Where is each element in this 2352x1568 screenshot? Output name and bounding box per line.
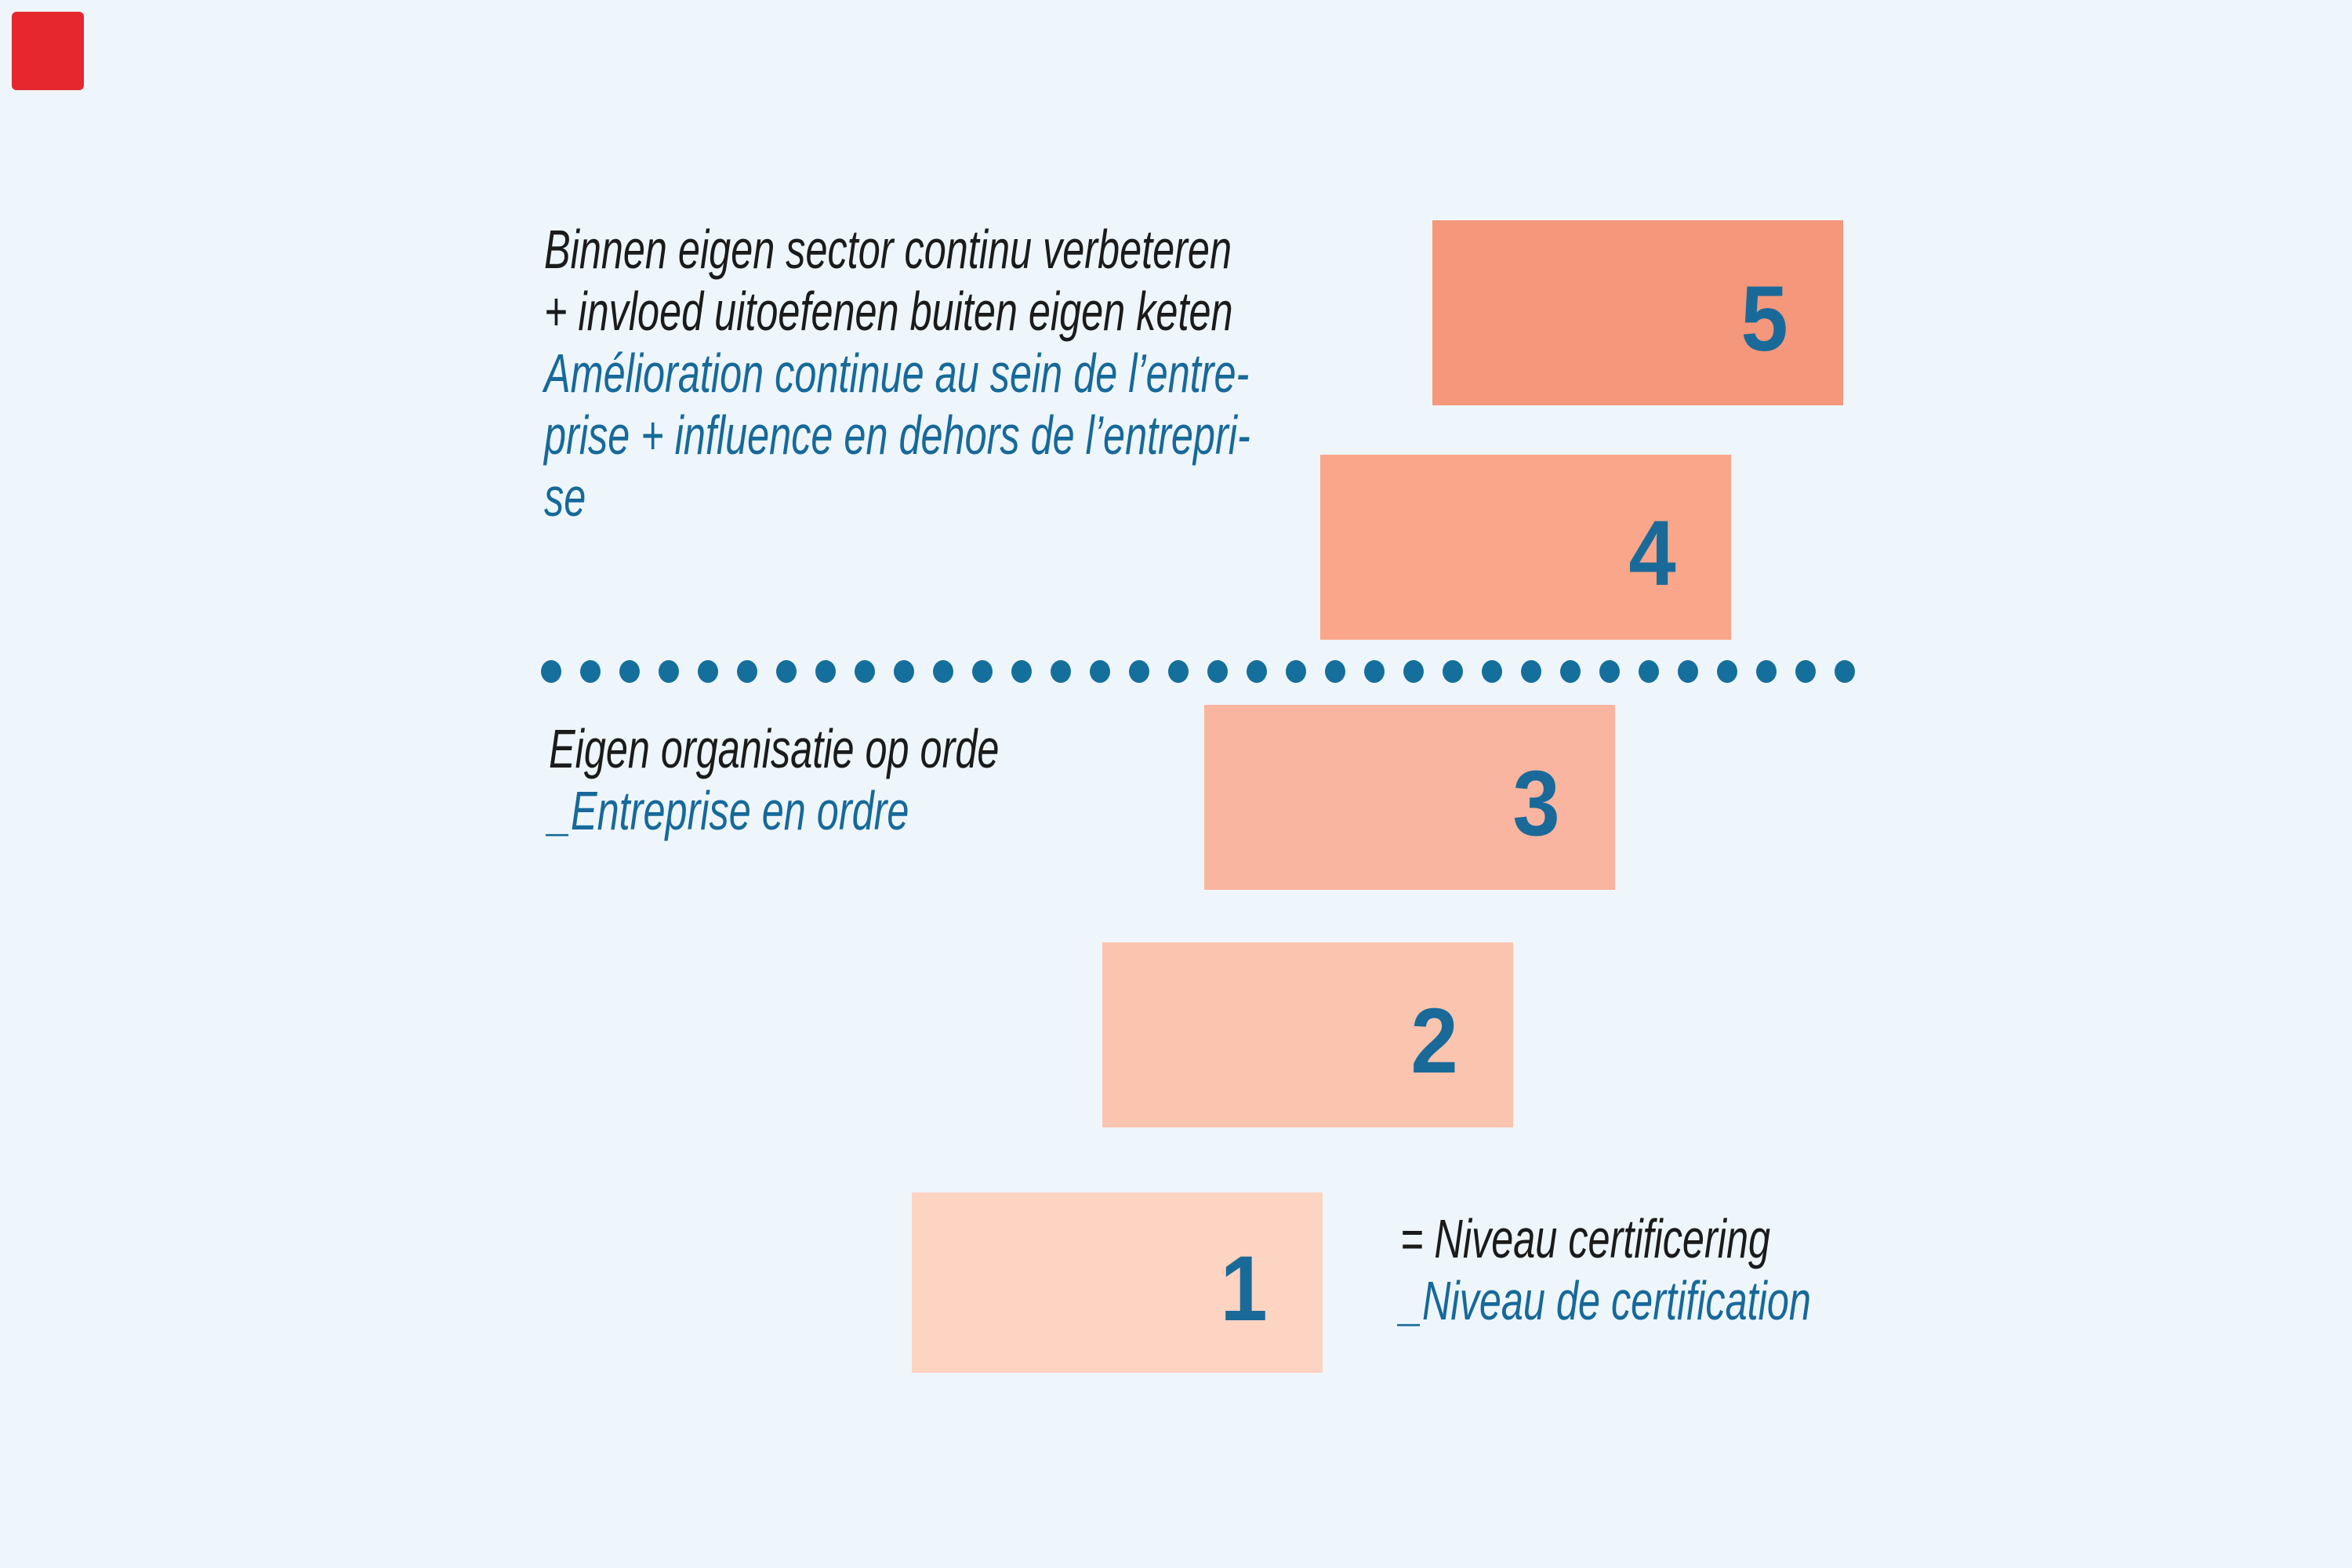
annotation-legend-fr-line1: _Niveau de certification	[1400, 1270, 1811, 1331]
separator-dot	[1247, 660, 1267, 683]
separator-dot	[1011, 660, 1032, 683]
separator-dot	[894, 660, 914, 683]
separator-dot	[1090, 660, 1110, 683]
level-number-2: 2	[1410, 989, 1459, 1093]
level-box-3: 3	[1204, 705, 1615, 890]
dotted-separator-line	[541, 660, 1855, 683]
separator-dot	[855, 660, 875, 683]
annotation-upper-fr-line1: Amélioration continue au sein de l’entre…	[544, 343, 1250, 404]
separator-dot	[619, 660, 640, 683]
annotation-lower-fr-line1: _Entreprise en ordre	[549, 780, 909, 841]
separator-dot	[541, 660, 561, 683]
annotation-legend-nl-line1: = Niveau certificering	[1400, 1208, 1771, 1269]
separator-dot	[1129, 660, 1149, 683]
level-box-5: 5	[1432, 220, 1843, 405]
level-box-2: 2	[1102, 942, 1513, 1127]
separator-dot	[1835, 660, 1855, 683]
separator-dot	[1756, 660, 1777, 683]
separator-dot	[580, 660, 601, 683]
separator-dot	[1639, 660, 1659, 683]
separator-dot	[972, 660, 993, 683]
separator-dot	[1364, 660, 1385, 683]
level-number-4: 4	[1628, 502, 1677, 605]
separator-dot	[737, 660, 757, 683]
separator-dot	[1560, 660, 1581, 683]
separator-dot	[815, 660, 836, 683]
separator-dot	[1678, 660, 1698, 683]
separator-dot	[1325, 660, 1345, 683]
separator-dot	[933, 660, 953, 683]
separator-dot	[698, 660, 718, 683]
level-box-4: 4	[1320, 455, 1731, 640]
separator-dot	[1051, 660, 1071, 683]
separator-dot	[1521, 660, 1541, 683]
level-number-3: 3	[1512, 752, 1561, 855]
separator-dot	[776, 660, 797, 683]
annotation-upper: Binnen eigen sector continu verbeteren +…	[544, 219, 1250, 528]
brand-mark	[12, 12, 84, 90]
annotation-legend: = Niveau certificering _Niveau de certif…	[1400, 1208, 1811, 1332]
annotation-upper-nl-line1: Binnen eigen sector continu verbeteren	[544, 219, 1232, 280]
separator-dot	[1207, 660, 1228, 683]
level-number-1: 1	[1220, 1237, 1269, 1341]
level-box-1: 1	[912, 1192, 1323, 1373]
separator-dot	[1717, 660, 1737, 683]
separator-dot	[1286, 660, 1306, 683]
separator-dot	[1795, 660, 1816, 683]
level-number-5: 5	[1740, 267, 1789, 371]
annotation-lower-nl-line1: Eigen organisatie op orde	[549, 718, 1000, 779]
separator-dot	[1443, 660, 1463, 683]
annotation-upper-fr-line2: prise + influence en dehors de l’entrepr…	[544, 405, 1250, 466]
annotation-upper-fr-line3: se	[544, 466, 586, 528]
separator-dot	[1403, 660, 1424, 683]
separator-dot	[659, 660, 679, 683]
annotation-upper-nl-line2: + invloed uitoefenen buiten eigen keten	[544, 281, 1233, 342]
separator-dot	[1599, 660, 1620, 683]
annotation-lower: Eigen organisatie op orde _Entreprise en…	[549, 718, 999, 842]
separator-dot	[1168, 660, 1189, 683]
separator-dot	[1482, 660, 1502, 683]
